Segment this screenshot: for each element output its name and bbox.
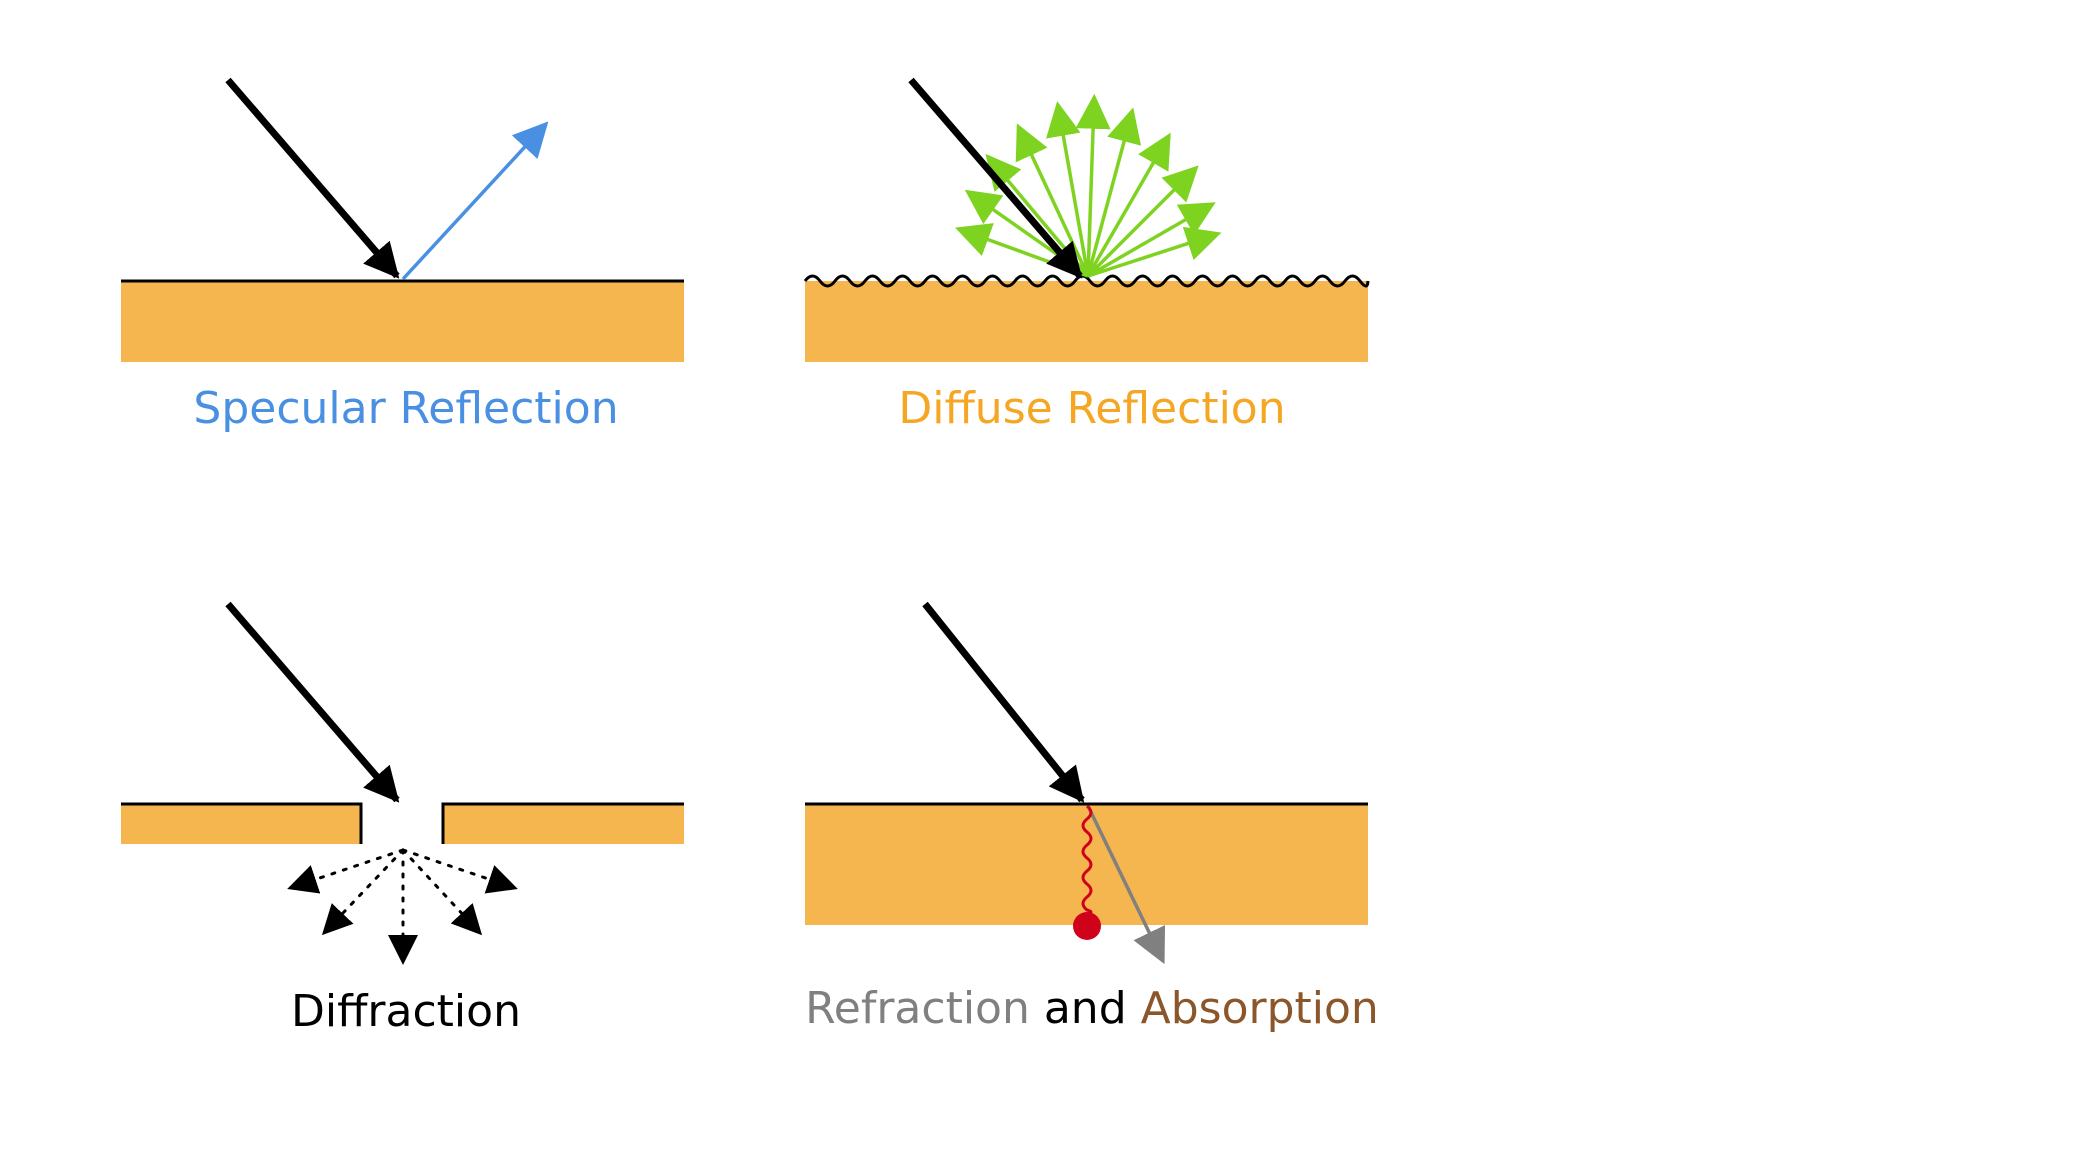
diffuse-scattered-ray: [1087, 202, 1216, 278]
specular-incident-ray: [225, 77, 400, 279]
diffuse-caption: Diffuse Reflection: [898, 383, 1285, 434]
and-caption-word: and: [1030, 983, 1141, 1034]
refraction-caption-word: Refraction: [805, 983, 1030, 1034]
diffuse-scattered-ray: [1086, 165, 1199, 278]
specular-caption: Specular Reflection: [193, 383, 618, 434]
diffraction-left-barrier-edge: [121, 802, 363, 844]
diffuse-rough-surface-edge: [803, 274, 1370, 288]
diffraction-caption: Diffraction: [291, 986, 521, 1037]
diffuse-scattered-ray: [1086, 107, 1142, 277]
diffraction-scattered-ray: [287, 848, 405, 894]
refraction-absorption-panel: Refraction and Absorption: [805, 601, 1379, 1034]
absorption-point: [1073, 912, 1101, 940]
refracted-ray: [1086, 805, 1166, 965]
diffraction-scattered-ray: [401, 848, 483, 936]
diffuse-scattered-rays: [955, 93, 1222, 278]
diffraction-right-barrier: [443, 804, 684, 844]
diffraction-scattered-ray: [401, 848, 518, 894]
diffuse-scattered-ray: [1075, 93, 1111, 277]
diffuse-incident-ray: [908, 77, 1083, 279]
diffuse-surface: [805, 281, 1368, 362]
absorption-caption-word: Absorption: [1141, 983, 1379, 1034]
absorption-path: [1081, 804, 1093, 916]
diffuse-scattered-ray: [1087, 226, 1222, 278]
diffraction-right-barrier-edge: [441, 802, 684, 844]
refraction-incident-ray: [922, 601, 1085, 803]
specular-panel: Specular Reflection: [121, 77, 684, 434]
diffraction-panel: Diffraction: [121, 601, 684, 1037]
diffraction-scattered-ray: [321, 848, 405, 936]
diffraction-left-barrier: [121, 804, 361, 844]
specular-reflected-ray: [401, 121, 549, 281]
diffuse-panel: Diffuse Reflection: [803, 77, 1370, 434]
refraction-medium: [805, 804, 1368, 925]
diffuse-scattered-ray: [1046, 101, 1090, 277]
diffuse-scattered-ray: [1086, 132, 1171, 277]
refraction-absorption-caption: Refraction and Absorption: [805, 983, 1379, 1034]
diffraction-scattered-rays: [287, 848, 518, 965]
diffraction-incident-ray: [225, 601, 400, 803]
specular-surface: [121, 281, 684, 362]
